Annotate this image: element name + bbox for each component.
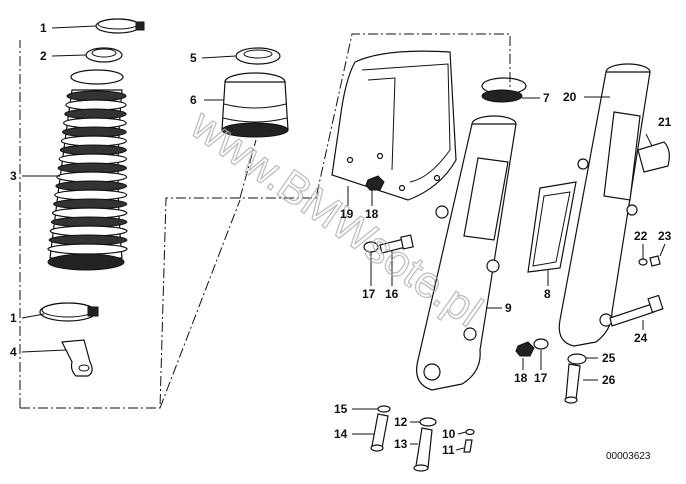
bolt-16 [379,234,414,254]
callout-18-bottom: 18 [514,371,528,385]
callout-2: 2 [40,49,47,63]
washer-22 [638,258,648,266]
screw-11 [463,439,473,453]
callout-7: 7 [543,91,550,105]
boot-rib [49,225,128,237]
bolt-24 [609,294,664,327]
boot-ribs [47,90,128,271]
document-number: 00003623 [606,451,651,462]
callout-18-top: 18 [365,207,379,221]
callout-17-bottom: 17 [534,371,548,385]
boot-rib [58,153,128,165]
clamp-bottom [39,302,99,322]
ring-seal [85,47,123,63]
nut-18a [365,175,385,191]
boot-rib [54,189,128,201]
boot-base [47,253,125,271]
callout-9: 9 [505,301,512,315]
callout-1-bottom: 1 [10,311,17,325]
screw-23 [649,255,661,267]
washer-12 [419,417,437,427]
mounting-bracket [61,339,93,377]
clamp-top [95,18,145,34]
boot-rib [51,207,128,219]
callout-25: 25 [602,351,616,365]
washer-10 [465,428,475,436]
callout-13: 13 [394,437,408,451]
fork-slider-right [558,63,670,347]
callout-6: 6 [190,93,197,107]
boot-rib [60,135,127,147]
callout-21: 21 [658,115,672,129]
callout-20: 20 [563,90,577,104]
boot-rib [47,243,128,255]
washer-17b [533,338,549,350]
reflector [527,181,577,273]
callout-17-top: 17 [362,287,376,301]
bolt-26 [564,363,581,404]
callout-5: 5 [190,51,197,65]
callout-11: 11 [442,443,455,457]
callout-16: 16 [385,287,399,301]
callout-8: 8 [544,287,551,301]
nut-18b [515,341,535,357]
boot-rib [63,117,127,129]
washer-25 [567,353,587,365]
callout-14: 14 [334,427,348,441]
callout-26: 26 [602,373,616,387]
callout-23: 23 [658,229,672,243]
callout-22: 22 [634,229,648,243]
boot-rib [65,99,127,111]
bolt-13 [413,427,433,472]
callout-24: 24 [634,331,648,345]
callout-15: 15 [334,402,348,416]
callout-3: 3 [10,169,17,183]
fork-slider-left [416,77,527,391]
fork-cover [331,50,457,201]
bolt-14 [370,413,389,452]
dust-seal-small [235,47,281,65]
dust-cap [221,72,289,138]
leader-lines [19,25,666,451]
callout-19: 19 [340,207,354,221]
callout-1-top: 1 [40,21,47,35]
washer-15 [377,405,391,413]
callout-10: 10 [442,427,456,441]
callout-4: 4 [10,345,17,359]
boot-rib [56,171,128,183]
callout-12: 12 [394,415,408,429]
